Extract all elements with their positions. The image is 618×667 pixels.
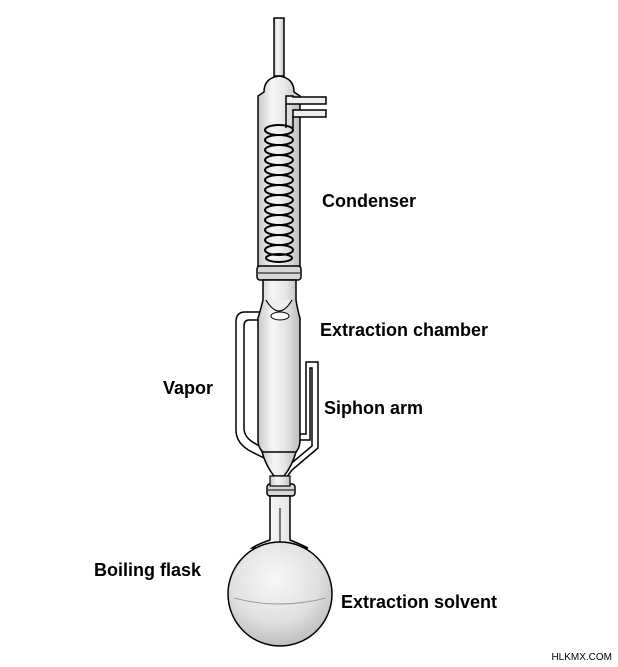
extraction-solvent-label: Extraction solvent [341,592,498,612]
vapor-label: Vapor [163,378,214,398]
condenser-label: Condenser [322,191,417,211]
condenser-water-ports [285,95,327,128]
watermark: HLKMX.COM [551,652,612,663]
upper-joint [256,265,302,281]
boiling-flask [227,541,333,647]
siphon-arm-label: Siphon arm [324,398,424,418]
boiling-flask-label: Boiling flask [94,560,202,580]
top-vent-tube [273,17,285,77]
extraction-chamber-label: Extraction chamber [320,320,489,340]
extraction-chamber [257,279,301,457]
condenser-coil [264,124,294,263]
vapor-arm [235,311,267,459]
flask-neck [249,475,309,549]
condenser-jacket [257,75,301,269]
